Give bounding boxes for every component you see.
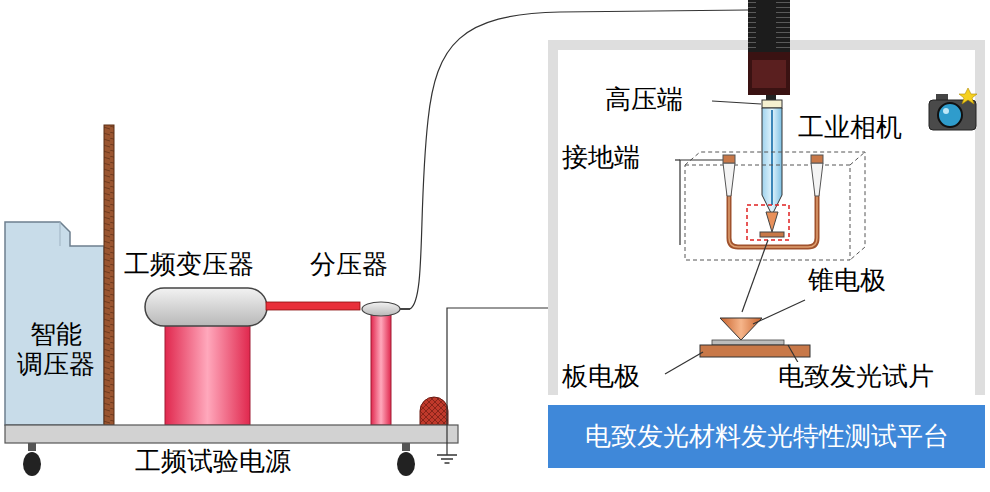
part-label: 电致发光试片 (776, 362, 936, 391)
part-label: 锥电极 (806, 266, 888, 295)
part-label: 工频试验电源 (133, 447, 293, 476)
part-label: 分压器 (308, 250, 390, 279)
part-label: 工频变压器 (122, 250, 256, 279)
part-label: 工业相机 (796, 113, 904, 142)
part-label: 板电极 (560, 362, 642, 391)
part-label: 高压端 (603, 85, 685, 114)
node-text: 电致发光材料发光特性测试平台 (585, 422, 949, 452)
platform-band: 电致发光材料发光特性测试平台 (548, 405, 985, 468)
part-label: 接地端 (560, 143, 642, 172)
regulator-box: 智能 调压器 (12, 300, 100, 400)
node-text: 智能 调压器 (16, 320, 96, 379)
